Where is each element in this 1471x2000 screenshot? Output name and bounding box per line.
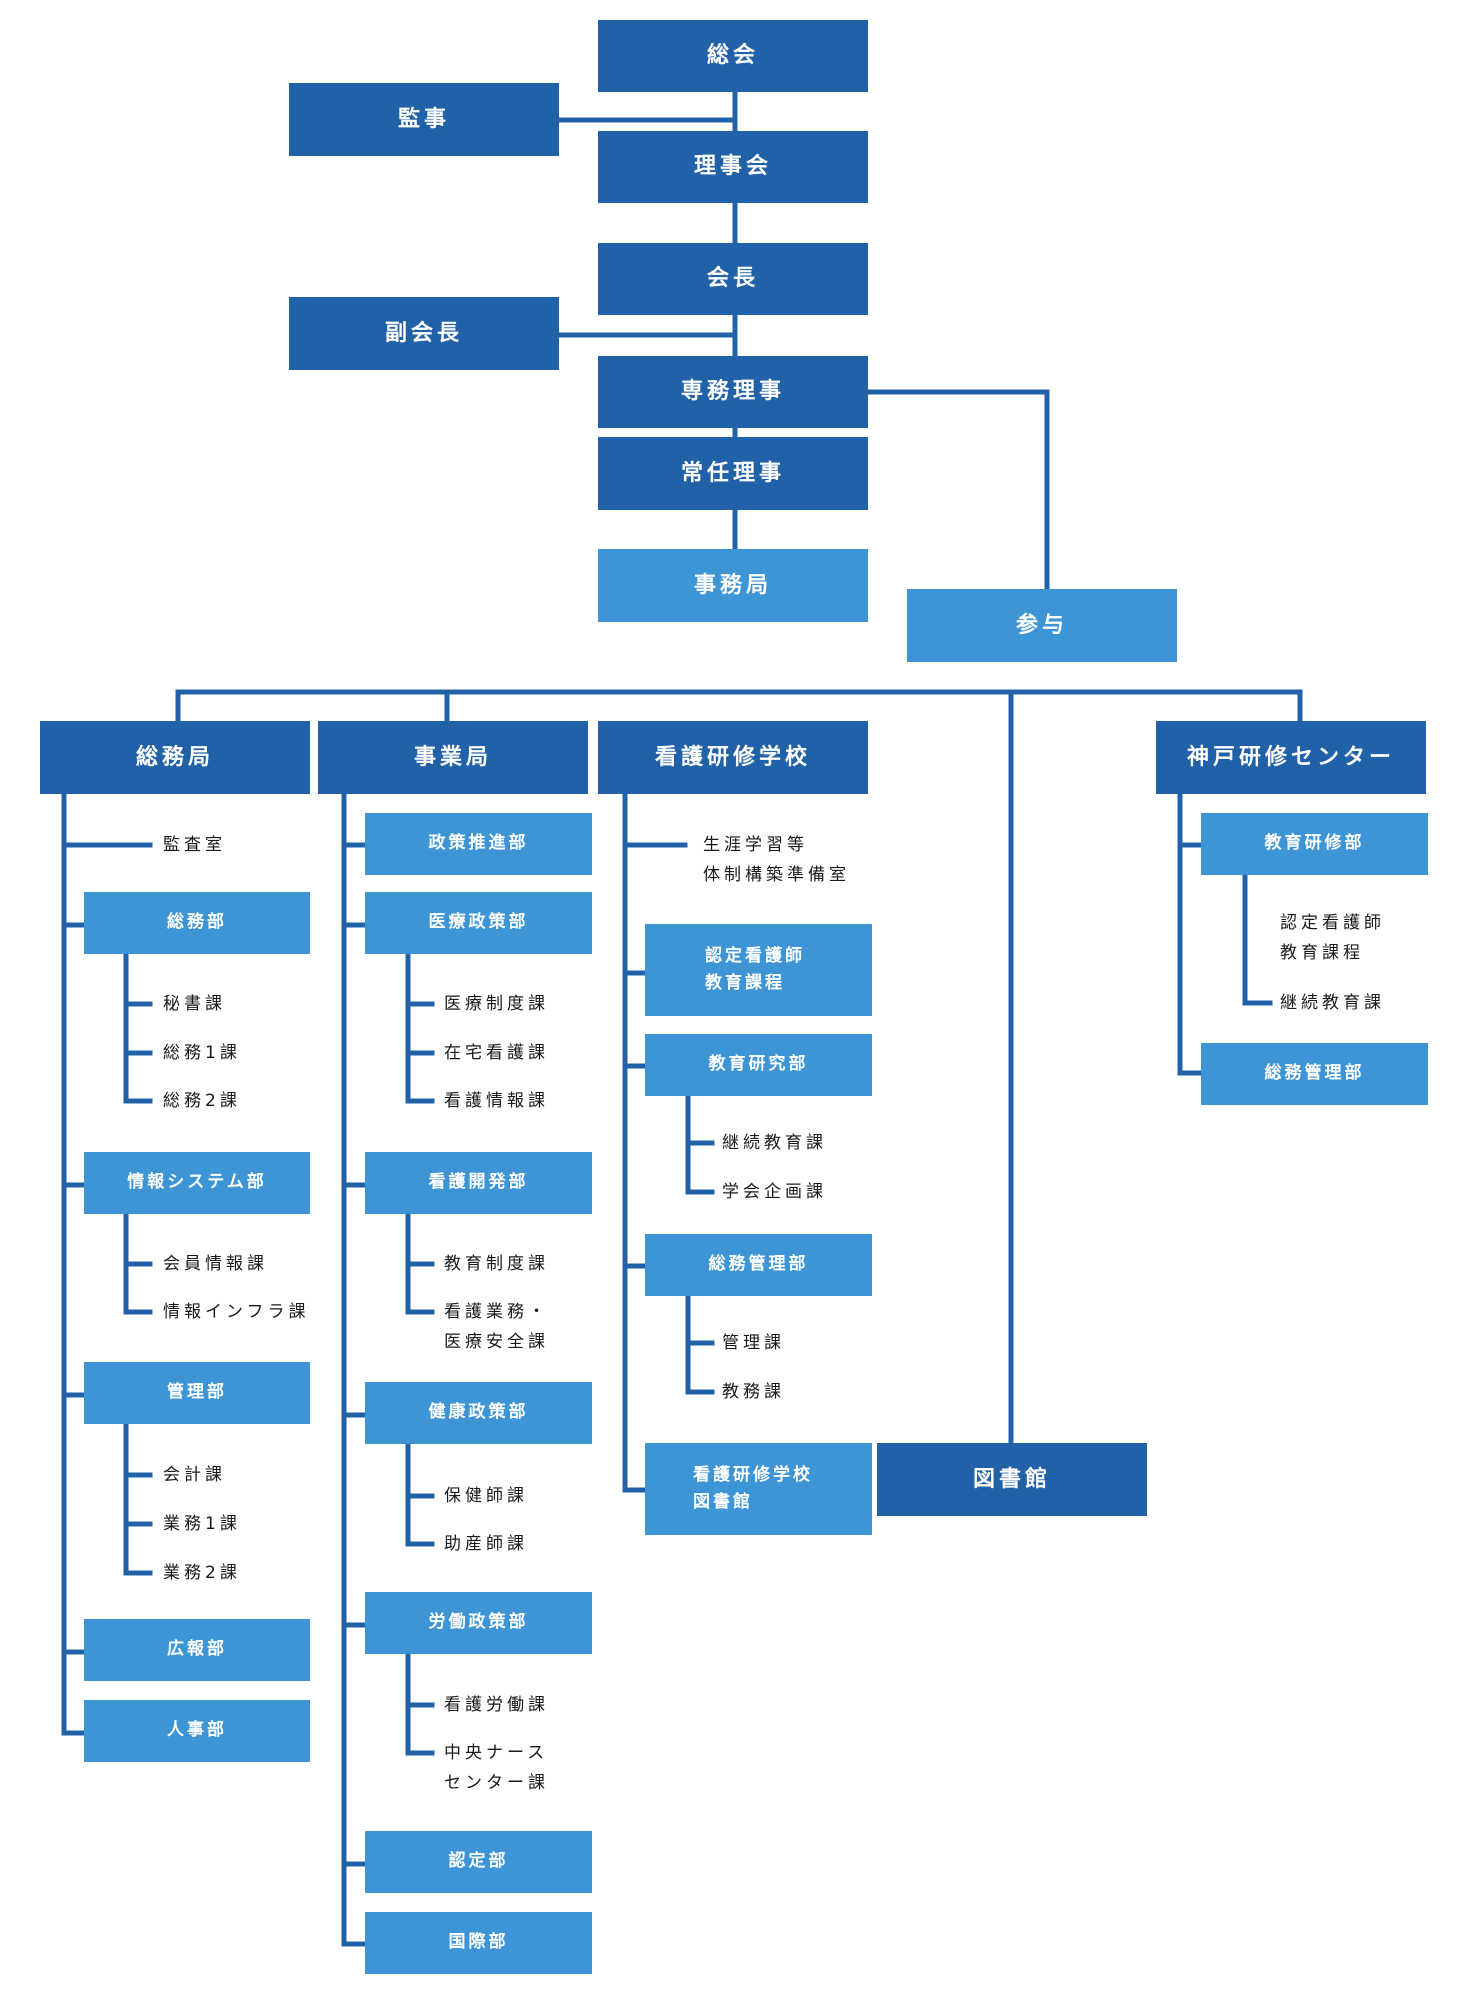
label-kaiin: 会員情報課 <box>163 1254 268 1274</box>
node-kanri: 管理部 <box>84 1362 310 1424</box>
label-hokenshi: 保健師課 <box>444 1486 528 1506</box>
node-jonin: 常任理事 <box>598 437 868 510</box>
node-somubu: 総務部 <box>84 892 310 954</box>
node-kobe-somukanri: 総務管理部 <box>1201 1043 1428 1105</box>
label-kanrika: 管理課 <box>722 1333 785 1353</box>
node-senmu: 専務理事 <box>598 356 868 428</box>
node-kokusai: 国際部 <box>365 1912 592 1974</box>
node-jimukyoku: 事務局 <box>598 549 868 622</box>
label-zaitaku: 在宅看護課 <box>444 1043 549 1063</box>
label-gyomu1: 業務1課 <box>163 1514 241 1534</box>
node-kobe-kyoiku: 教育研修部 <box>1201 813 1428 875</box>
label-seido: 医療制度課 <box>444 994 549 1014</box>
node-nintei: 認定部 <box>365 1831 592 1893</box>
node-rodo: 労働政策部 <box>365 1592 592 1654</box>
node-nintei-kyoiku: 認定看護師 教育課程 <box>645 924 872 1016</box>
node-kobe: 神戸研修センター <box>1156 721 1426 794</box>
label-gakkai: 学会企画課 <box>722 1182 827 1202</box>
label-infra: 情報インフラ課 <box>163 1302 310 1322</box>
label-kansa: 監査室 <box>163 835 226 855</box>
label-gyomu-anzen: 看護業務・ 医療安全課 <box>444 1302 549 1352</box>
label-kaikei: 会計課 <box>163 1465 226 1485</box>
label-gyomu2: 業務2課 <box>163 1563 241 1583</box>
node-kanji: 監事 <box>289 83 559 156</box>
label-kobe-nintei: 認定看護師 教育課程 <box>1280 913 1385 963</box>
node-kaicho: 会長 <box>598 243 868 315</box>
node-sanyo: 参与 <box>907 589 1177 662</box>
label-chuo: 中央ナース センター課 <box>444 1743 549 1793</box>
label-somu1: 総務1課 <box>163 1043 241 1063</box>
label-keizoku: 継続教育課 <box>722 1133 827 1153</box>
node-fukukaicho: 副会長 <box>289 297 559 370</box>
label-kangojoho: 看護情報課 <box>444 1091 549 1111</box>
node-jinji: 人事部 <box>84 1700 310 1762</box>
node-jigyokyoku: 事業局 <box>318 721 588 794</box>
node-koho: 広報部 <box>84 1619 310 1681</box>
node-rijikai: 理事会 <box>598 131 868 203</box>
node-kaihatsu: 看護開発部 <box>365 1152 592 1214</box>
node-seisaku: 政策推進部 <box>365 813 592 875</box>
label-rodoka: 看護労働課 <box>444 1695 549 1715</box>
label-kyoikuseido: 教育制度課 <box>444 1254 549 1274</box>
label-junbi: 生涯学習等 体制構築準備室 <box>703 835 850 885</box>
node-iryo: 医療政策部 <box>365 892 592 954</box>
label-hisho: 秘書課 <box>163 994 226 1014</box>
label-somu2: 総務2課 <box>163 1091 241 1111</box>
label-josanshi: 助産師課 <box>444 1534 528 1554</box>
node-gakko: 看護研修学校 <box>598 721 868 794</box>
node-kenkyu: 教育研究部 <box>645 1034 872 1096</box>
node-toshokan: 図書館 <box>877 1443 1147 1516</box>
node-somukyoku: 総務局 <box>40 721 310 794</box>
label-kobe-keizoku: 継続教育課 <box>1280 993 1385 1013</box>
node-soukai: 総会 <box>598 20 868 92</box>
node-kenko: 健康政策部 <box>365 1382 592 1444</box>
label-kyomu: 教務課 <box>722 1382 785 1402</box>
node-somukanri: 総務管理部 <box>645 1234 872 1296</box>
node-gakko-tosho: 看護研修学校 図書館 <box>645 1443 872 1535</box>
node-joho: 情報システム部 <box>84 1152 310 1214</box>
